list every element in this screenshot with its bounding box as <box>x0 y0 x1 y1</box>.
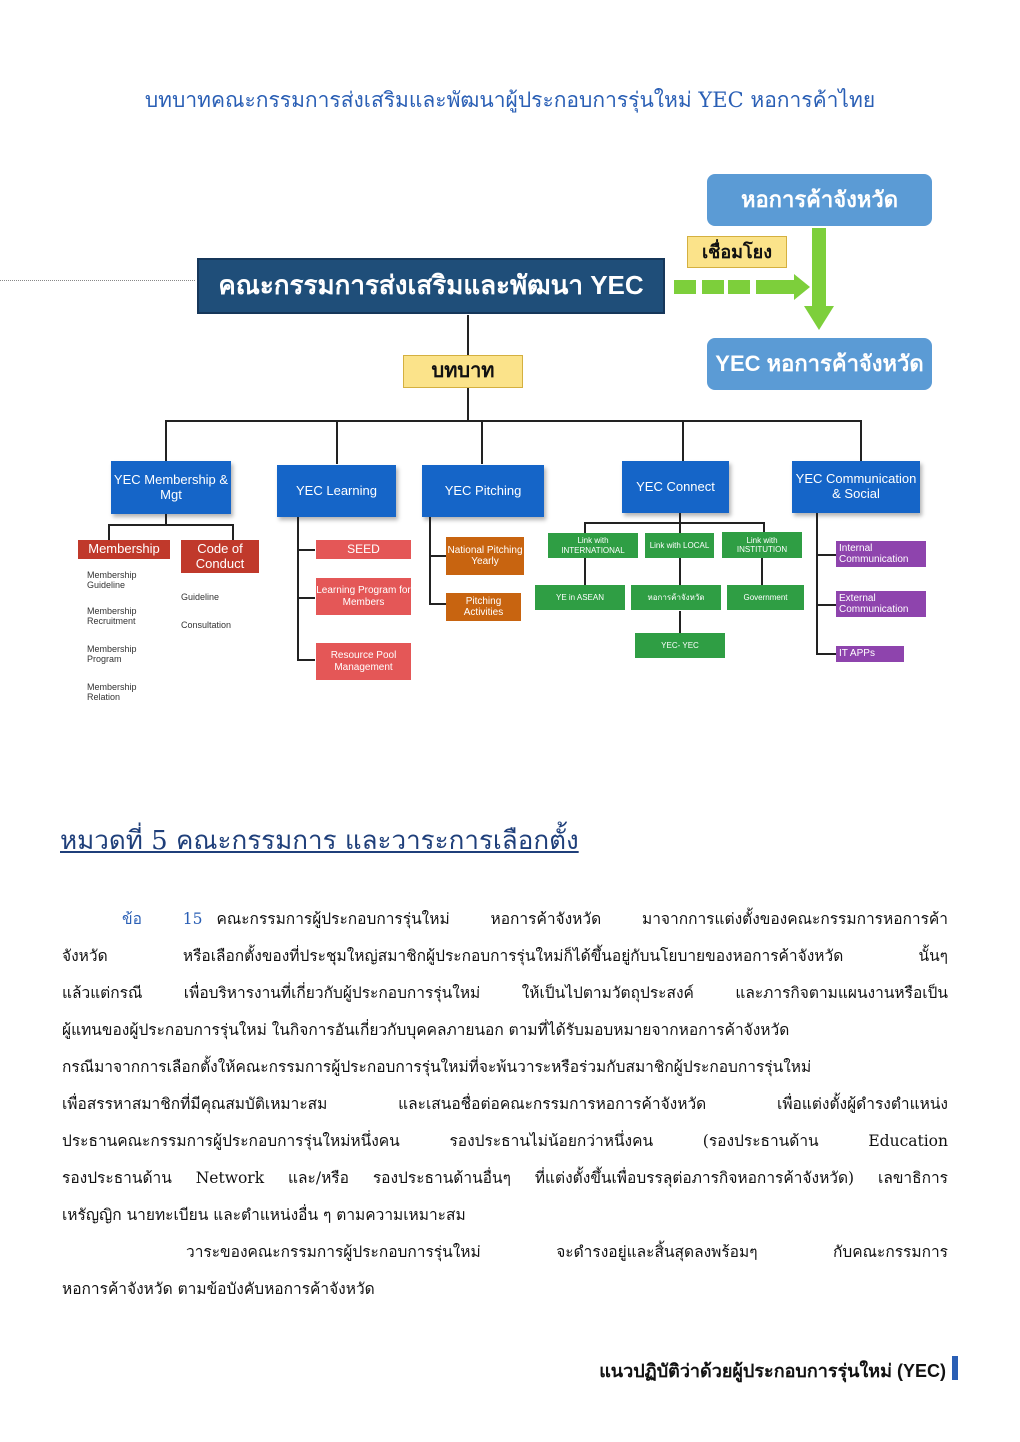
membership-item: Membership Recruitment <box>87 606 137 627</box>
connect-sub: หอการค้าจังหวัด <box>631 585 721 610</box>
connect-link: Link with LOCAL <box>645 533 714 558</box>
province-chamber-box: หอการค้าจังหวัด <box>707 174 932 226</box>
main-committee-box: คณะกรรมการส่งเสริมและพัฒนา YEC <box>197 258 665 314</box>
pitching-item: National Pitching Yearly <box>446 537 524 575</box>
body-line: แล้วแต่กรณี เพื่อบริหารงานที่เกี่ยวกับผู… <box>62 984 948 1002</box>
membership-item: Membership Relation <box>87 682 137 703</box>
body-line: คณะกรรมการผู้ประกอบการรุ่นใหม่ หอการค้าจ… <box>216 910 948 928</box>
learning-item: SEED <box>316 540 411 559</box>
membership-sub: Membership <box>78 540 170 559</box>
communication-box: YEC Communication & Social <box>792 461 920 513</box>
membership-box: YEC Membership & Mgt <box>111 461 231 514</box>
code-item: Consultation <box>181 620 232 630</box>
learning-box: YEC Learning <box>277 465 396 517</box>
code-of-conduct: Code of Conduct <box>181 540 259 573</box>
connect-sub: YE in ASEAN <box>535 585 625 610</box>
dotted-divider <box>0 280 195 281</box>
pitching-item: Pitching Activities <box>446 593 521 621</box>
body-line: วาระของคณะกรรมการผู้ประกอบการรุ่นใหม่ จะ… <box>186 1243 948 1261</box>
footer-text: แนวปฏิบัติว่าด้วยผู้ประกอบการรุ่นใหม่ (Y… <box>599 1361 946 1381</box>
body-line: หอการค้าจังหวัด ตามข้อบังคับหอการค้าจังห… <box>62 1280 375 1298</box>
body-line: รองประธานด้าน Network และ/หรือ รองประธาน… <box>62 1169 948 1187</box>
clause-label: ข้อ 15 <box>122 910 203 928</box>
membership-item: Membership Guideline <box>87 570 137 591</box>
province-yec-box: YEC หอการค้าจังหวัด <box>707 338 932 390</box>
membership-item: Membership Program <box>87 644 137 665</box>
connect-subsub: YEC- YEC <box>635 633 725 658</box>
section-heading: หมวดที่ 5 คณะกรรมการ และวาระการเลือกตั้ง <box>60 826 579 856</box>
footer-bar <box>952 1356 958 1380</box>
communication-item: External Communication <box>836 591 926 617</box>
connect-link: Link with INSTITUTION <box>722 532 802 558</box>
role-box: บทบาท <box>403 355 523 388</box>
body-line: เหรัญญิก นายทะเบียน และตำแหน่งอื่น ๆ ตาม… <box>62 1206 466 1224</box>
body-line: กรณีมาจากการเลือกตั้งให้คณะกรรมการผู้ประ… <box>62 1058 812 1076</box>
body-line: จังหวัด หรือเลือกตั้งของที่ประชุมใหญ่สมา… <box>62 947 948 965</box>
page-title: บทบาทคณะกรรมการส่งเสริมและพัฒนาผู้ประกอบ… <box>144 88 876 112</box>
body-line: เพื่อสรรหาสมาชิกที่มีคุณสมบัติเหมาะสม แล… <box>62 1095 948 1113</box>
connect-box: YEC Connect <box>622 461 729 513</box>
body-line: ผู้แทนของผู้ประกอบการรุ่นใหม่ ในกิจการอั… <box>62 1021 790 1039</box>
pitching-box: YEC Pitching <box>422 465 544 517</box>
body-line: ประธานคณะกรรมการผู้ประกอบการรุ่นใหม่หนึ่… <box>62 1132 948 1150</box>
learning-item: Learning Program for Members <box>316 578 411 615</box>
link-label: เชื่อมโยง <box>687 236 787 268</box>
communication-item: Internal Communication <box>836 541 926 567</box>
communication-item: IT APPs <box>836 646 904 662</box>
connect-sub: Government <box>727 585 804 610</box>
code-item: Guideline <box>181 592 220 602</box>
learning-item: Resource Pool Management <box>316 643 411 680</box>
connect-link: Link with INTERNATIONAL <box>548 533 638 558</box>
